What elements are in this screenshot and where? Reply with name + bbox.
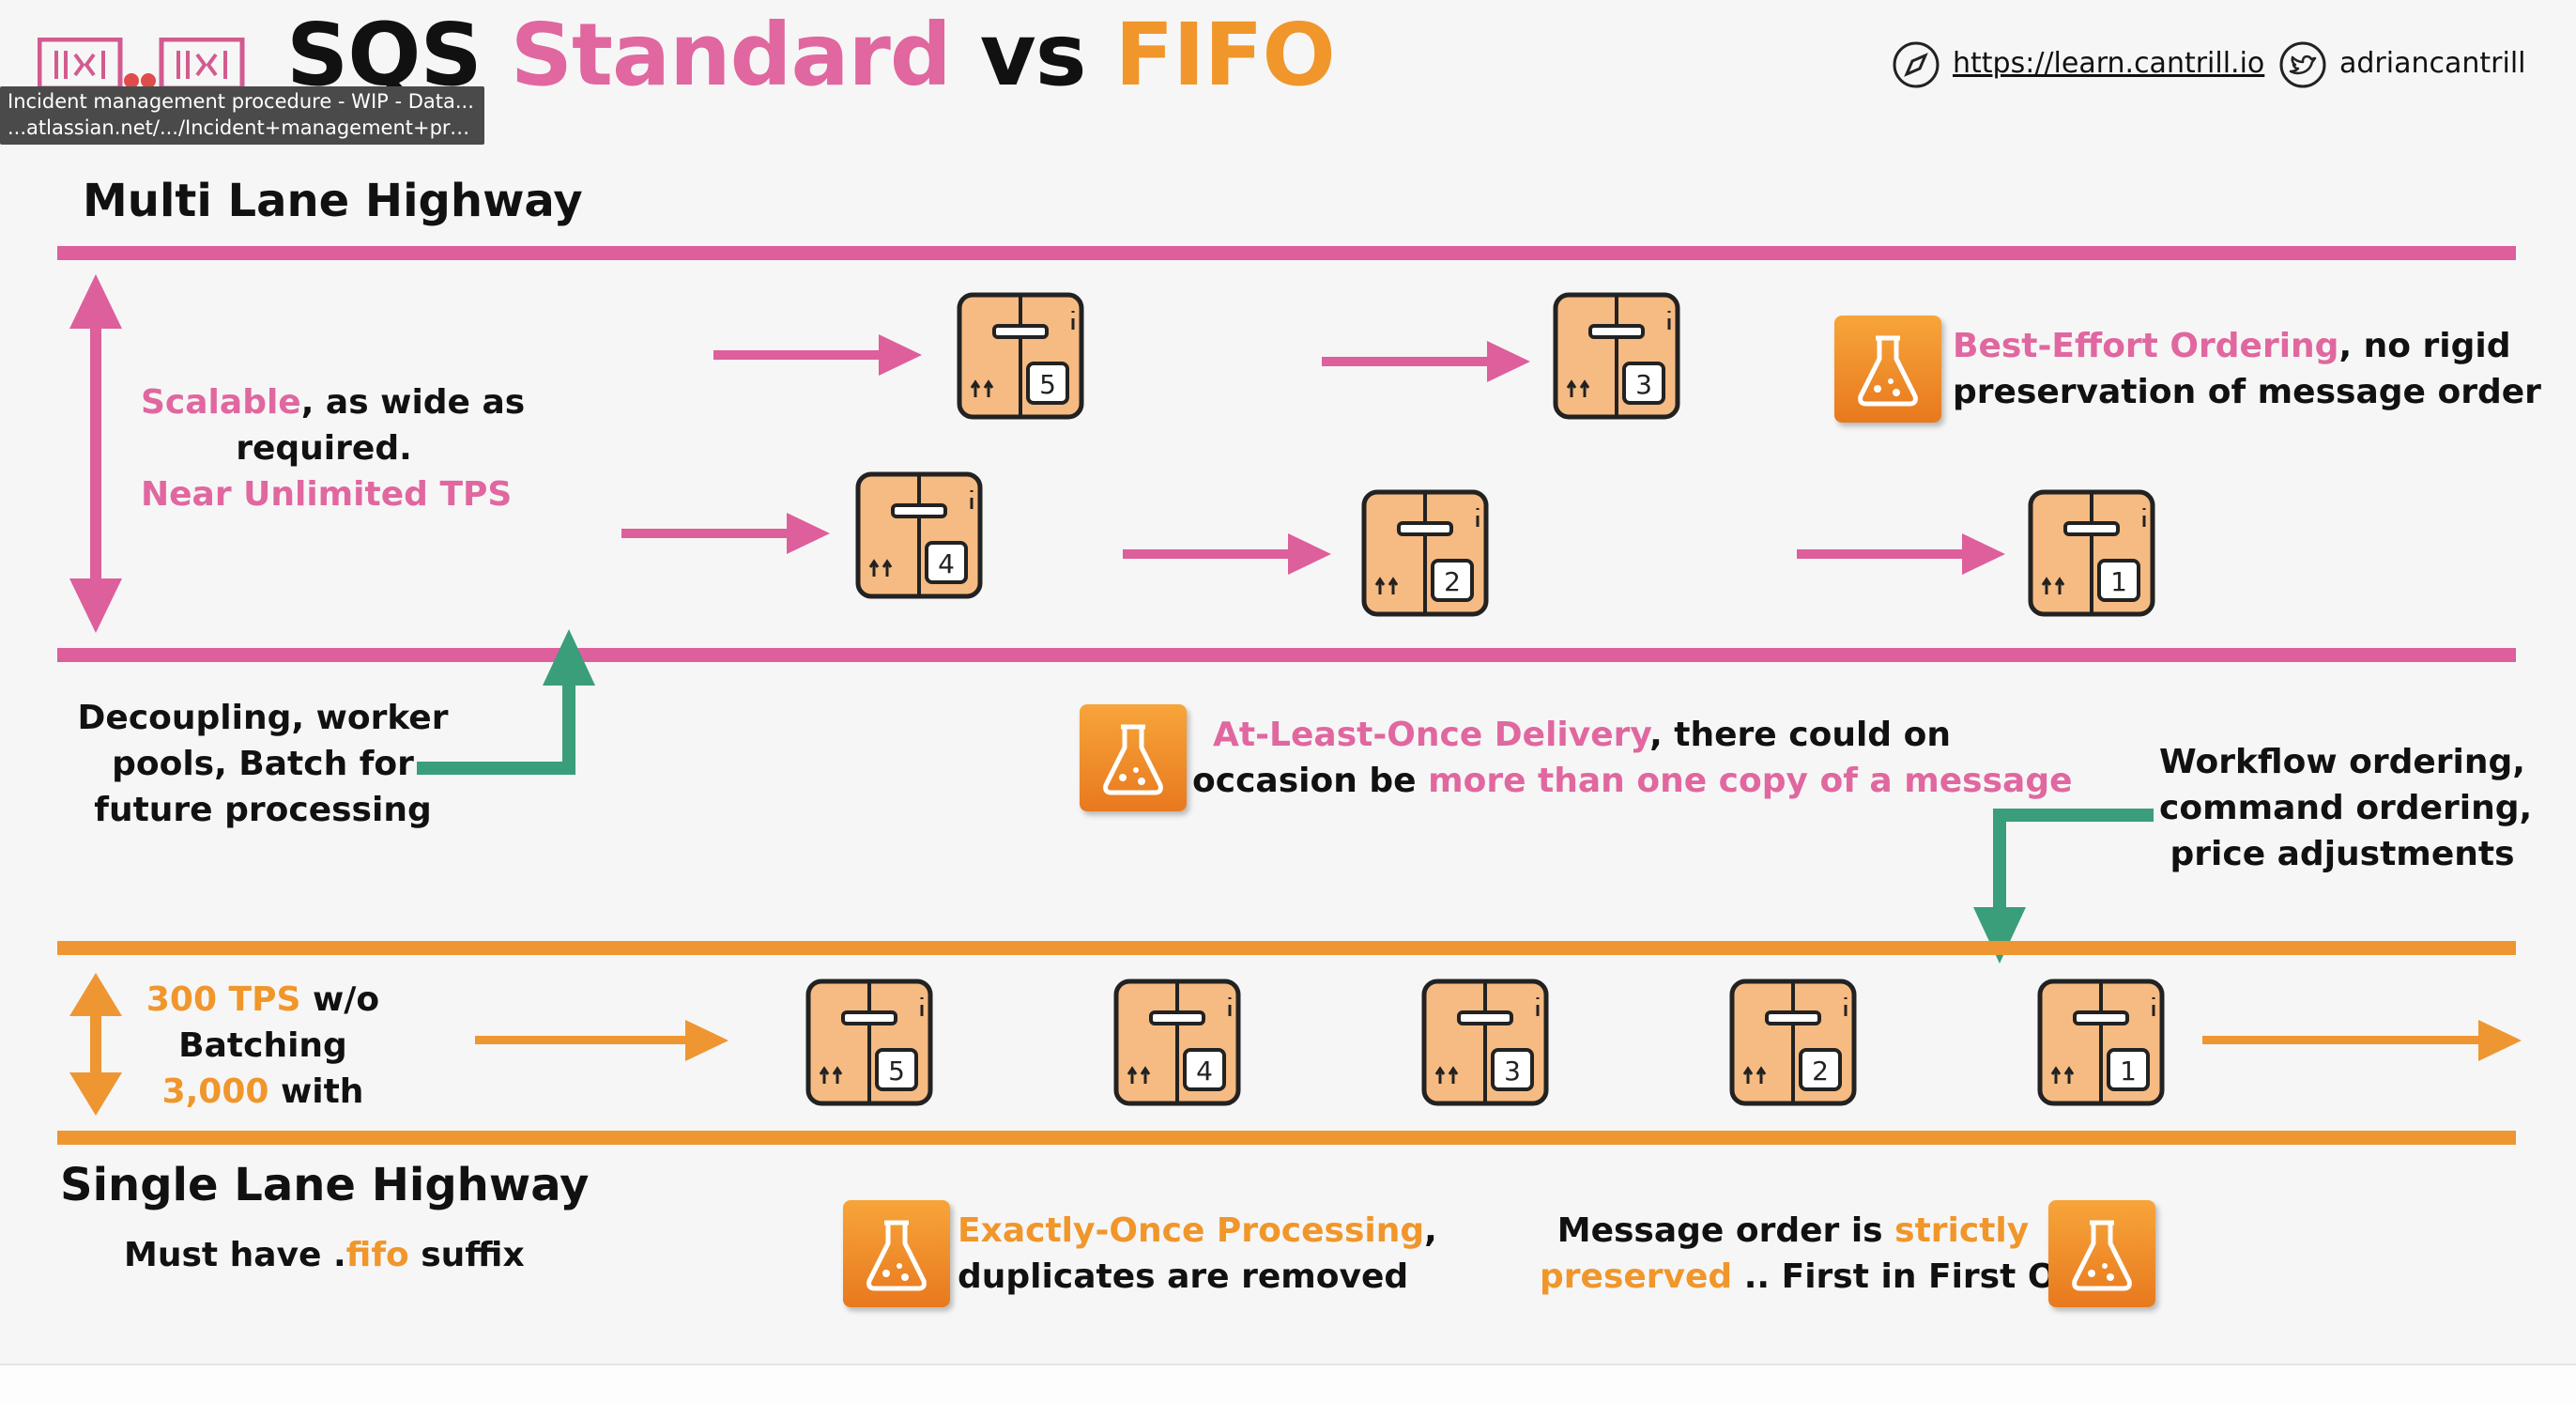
tps-without: w/o xyxy=(300,980,380,1019)
message-order-fifo: .. First in First Out xyxy=(1732,1257,2097,1296)
fifo-tps-text: 300 TPS w/o Batching 3,000 with xyxy=(122,977,404,1115)
pink-arrow xyxy=(621,513,830,554)
message-box: 4 xyxy=(855,471,983,599)
workflow-line-2: command ordering, xyxy=(2159,789,2533,827)
workflow-line-1: Workflow ordering, xyxy=(2159,743,2525,781)
standard-lane-title: Multi Lane Highway xyxy=(83,175,583,227)
title-vs: vs xyxy=(979,5,1087,105)
decoupling-green-arrow xyxy=(417,629,595,775)
flask-icon xyxy=(1834,316,1941,423)
message-number: 2 xyxy=(1812,1056,1829,1087)
message-number: 3 xyxy=(1635,369,1652,400)
tps-double-arrow xyxy=(69,973,122,1116)
message-box: 5 xyxy=(805,979,933,1106)
message-order-strictly: strictly xyxy=(1894,1211,2030,1250)
pink-arrow xyxy=(713,334,922,376)
scalable-line-2: required. xyxy=(236,429,412,468)
message-number: 1 xyxy=(2120,1056,2137,1087)
scale-double-arrow xyxy=(69,274,122,633)
best-effort-text: Best-Effort Ordering, no rigid preservat… xyxy=(1953,323,2541,415)
fifo-suffix-highlight: fifo xyxy=(345,1236,409,1274)
decoupling-line-3: future processing xyxy=(94,791,432,829)
title-fifo: FIFO xyxy=(1114,5,1336,105)
orange-arrow xyxy=(2202,1020,2522,1061)
workflow-text: Workflow ordering, command ordering, pri… xyxy=(2159,739,2533,877)
tps-with: with xyxy=(268,1072,364,1111)
at-least-once-rest: , there could on xyxy=(1649,716,1951,754)
pink-arrow xyxy=(1322,341,1530,382)
page-title: SQS Standard vs FIFO xyxy=(286,5,1336,105)
message-order-text: Message order is strictly preserved .. F… xyxy=(1540,1208,2096,1300)
flask-icon xyxy=(843,1200,950,1307)
compass-icon xyxy=(1893,41,1940,88)
at-least-once-line-2: occasion be xyxy=(1192,762,1429,800)
message-box: 3 xyxy=(1553,292,1680,420)
logo xyxy=(38,38,245,91)
title-standard: Standard xyxy=(510,5,952,105)
twitter-handle[interactable]: adriancantrill xyxy=(2339,47,2526,80)
footer-band xyxy=(0,1364,2576,1403)
message-number: 5 xyxy=(1039,369,1056,400)
message-box: 5 xyxy=(957,292,1084,420)
scalable-text: Scalable, as wide as required. Near Unli… xyxy=(141,379,525,517)
message-number: 4 xyxy=(1196,1056,1213,1087)
pink-arrow xyxy=(1123,533,1331,575)
workflow-green-arrow xyxy=(1973,809,2154,964)
tps-batching: Batching xyxy=(178,1026,347,1065)
message-number: 4 xyxy=(938,548,955,579)
flask-icon xyxy=(1080,704,1187,811)
flask-icon xyxy=(2048,1200,2155,1307)
orange-arrow xyxy=(475,1020,728,1061)
fifo-lane-top-border xyxy=(57,941,2516,955)
near-unlimited-tps: Near Unlimited TPS xyxy=(141,475,513,514)
decoupling-line-1: Decoupling, worker xyxy=(77,699,449,737)
fifo-lane-bottom-border xyxy=(57,1131,2516,1145)
scalable-rest: , as wide as xyxy=(300,383,526,422)
message-number: 1 xyxy=(2110,566,2127,597)
twitter-bird-icon xyxy=(2279,41,2326,88)
exactly-once-highlight: Exactly-Once Processing xyxy=(958,1211,1425,1250)
message-order-preserved: preserved xyxy=(1540,1257,1733,1296)
message-box: 3 xyxy=(1421,979,1549,1106)
tps-300: 300 TPS xyxy=(146,980,301,1019)
message-box: 2 xyxy=(1729,979,1857,1106)
best-effort-rest: , no rigid xyxy=(2338,327,2511,365)
at-least-once-highlight: At-Least-Once Delivery xyxy=(1213,716,1650,754)
tooltip-line-2: ...atlassian.net/.../Incident+management… xyxy=(8,116,477,139)
fifo-suffix-prefix: Must have . xyxy=(124,1236,346,1274)
tps-3000: 3,000 xyxy=(161,1072,269,1111)
at-least-once-text: At-Least-Once Delivery, there could on o… xyxy=(1192,712,2073,804)
learn-link[interactable]: https://learn.cantrill.io xyxy=(1953,47,2265,80)
pink-arrow xyxy=(1797,533,2005,575)
fifo-suffix-rest: suffix xyxy=(408,1236,525,1274)
message-number: 3 xyxy=(1504,1056,1521,1087)
decoupling-line-2: pools, Batch for xyxy=(112,745,414,783)
standard-lane-top-border xyxy=(57,246,2516,260)
message-box: 1 xyxy=(2037,979,2165,1106)
message-number: 2 xyxy=(1444,566,1461,597)
message-box: 1 xyxy=(2028,489,2155,617)
tooltip-line-1: Incident management procedure - WIP - Da… xyxy=(8,90,474,113)
message-box: 4 xyxy=(1113,979,1241,1106)
decoupling-text: Decoupling, worker pools, Batch for futu… xyxy=(75,695,451,833)
more-than-one-copy: more than one copy of a message xyxy=(1428,762,2073,800)
workflow-line-3: price adjustments xyxy=(2170,835,2515,873)
link-tooltip: Incident management procedure - WIP - Da… xyxy=(0,86,484,145)
fifo-lane-title: Single Lane Highway xyxy=(60,1159,590,1211)
best-effort-line-2: preservation of message order xyxy=(1953,373,2541,411)
scalable-highlight: Scalable xyxy=(141,383,301,422)
exactly-once-comma: , xyxy=(1424,1211,1437,1250)
exactly-once-line-2: duplicates are removed xyxy=(958,1257,1409,1296)
message-number: 5 xyxy=(888,1056,905,1087)
message-box: 2 xyxy=(1361,489,1489,617)
fifo-suffix-text: Must have .fifo suffix xyxy=(124,1232,525,1278)
message-order-prefix: Message order is xyxy=(1556,1211,1895,1250)
exactly-once-text: Exactly-Once Processing, duplicates are … xyxy=(958,1208,1437,1300)
best-effort-highlight: Best-Effort Ordering xyxy=(1953,327,2339,365)
standard-lane-bottom-border xyxy=(57,648,2516,662)
